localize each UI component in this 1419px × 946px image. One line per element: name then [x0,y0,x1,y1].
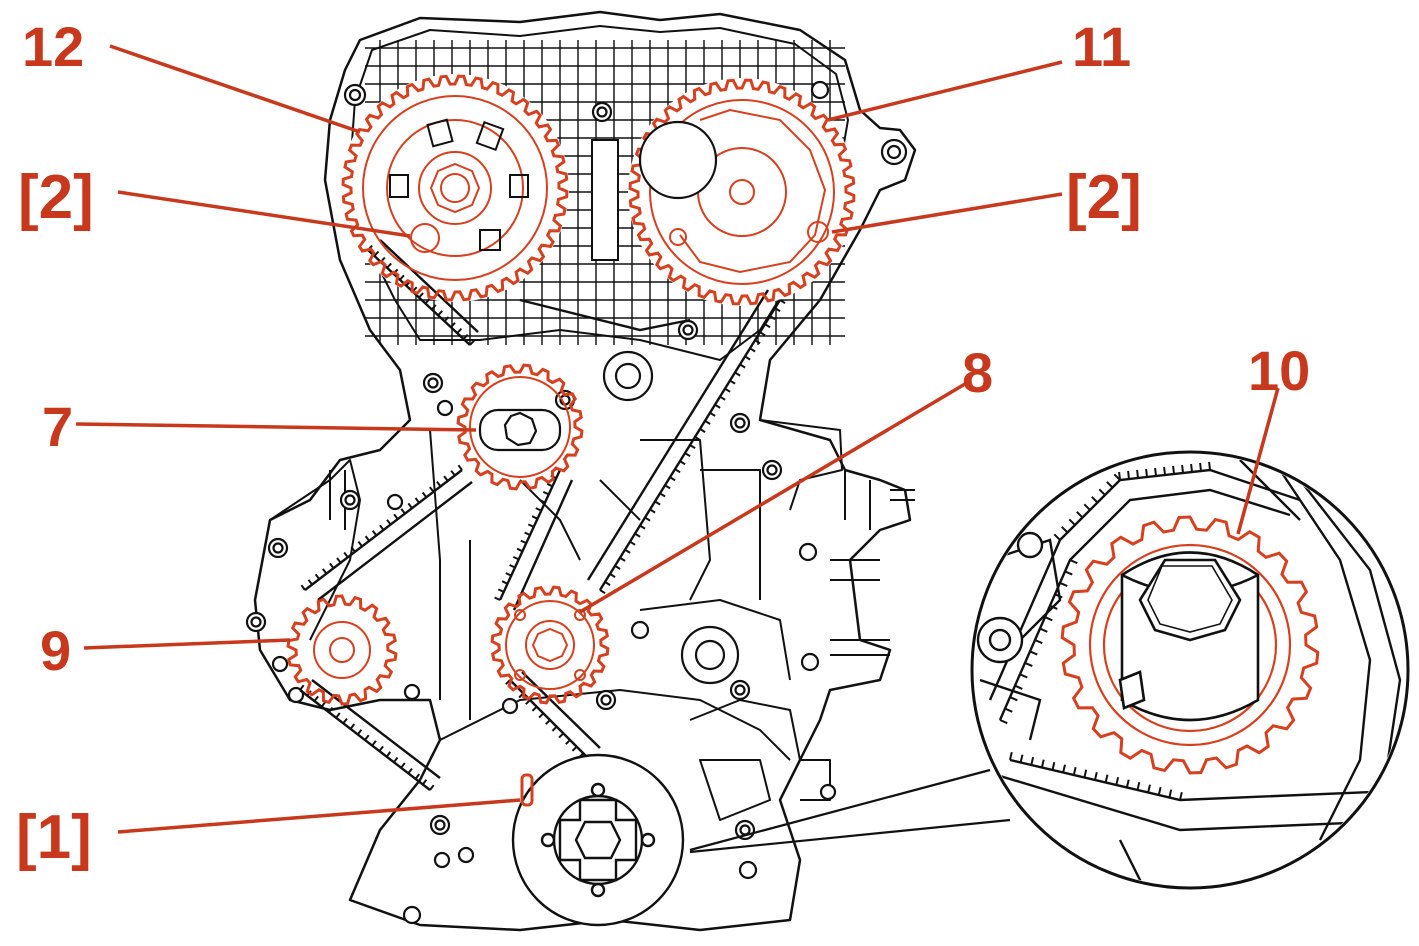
bolts [245,80,908,925]
callout-label-10: 10 [1248,339,1310,402]
timing-belt [299,239,782,791]
camshaft-sprocket-left [341,74,569,302]
engine-block [253,10,917,932]
detail-leader-lines [689,768,1011,854]
pulley-8 [490,585,610,705]
idler-pulley-7 [456,363,584,491]
callout-label-2-left: [2] [18,163,94,232]
callout-label-2-right: [2] [1066,163,1142,232]
crankshaft-pulley [511,753,685,927]
detail-magnified-view [970,450,1410,890]
pulley-9 [286,594,398,706]
callout-label-12: 12 [22,15,84,78]
callout-label-8: 8 [962,341,993,404]
timing-pin-marker [520,773,534,807]
callout-label-9: 9 [40,619,71,682]
callout-leaders [75,44,1280,834]
callout-label-7: 7 [42,395,73,458]
camshaft-sprocket-right [628,78,856,306]
callout-label-1: [1] [16,803,92,872]
callout-label-11: 11 [1072,15,1131,78]
callout-labels: 12 11 [2] [2] 7 8 9 10 [1] [16,15,1310,872]
